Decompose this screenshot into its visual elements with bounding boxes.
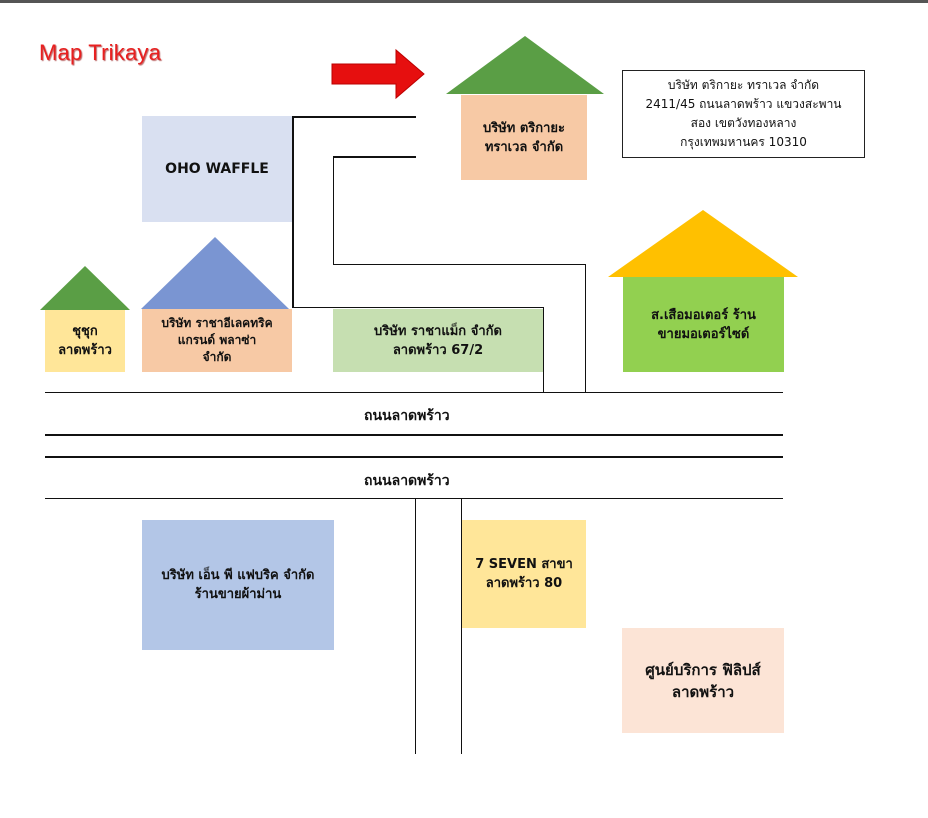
chuchuk-roof (40, 266, 130, 310)
road-label-upper: ถนนลาดพร้าว (364, 408, 450, 424)
road-edge (45, 456, 783, 458)
soi-line (333, 156, 416, 158)
seven-eleven-building: 7 SEVEN สาขา ลาดพร้าว 80 (462, 520, 586, 628)
oho-waffle-building: OHO WAFFLE (142, 116, 292, 222)
philips-service-building: ศูนย์บริการ ฟิลิปส์ ลาดพร้าว (622, 628, 784, 733)
soi-line (543, 307, 544, 393)
soi-line (461, 498, 462, 754)
soi-line (292, 116, 416, 118)
soi-line (333, 264, 585, 265)
soi-line (292, 307, 544, 308)
address-box: บริษัท ตริกายะ ทราเวล จำกัด 2411/45 ถนนล… (622, 70, 865, 158)
chuchuk-building: ชุชุก ลาดพร้าว (45, 310, 125, 372)
soi-line (415, 498, 416, 754)
trikaya-building: บริษัท ตริกายะ ทราเวล จำกัด (461, 95, 587, 180)
map-title: Map Trikaya (39, 40, 162, 65)
road-edge (45, 498, 783, 499)
racha-mag-building: บริษัท ราชาแม็ก จำกัด ลาดพร้าว 67/2 (333, 309, 543, 372)
road-edge (45, 392, 783, 393)
soi-line (292, 116, 294, 308)
road-label-lower: ถนนลาดพร้าว (364, 473, 450, 489)
trikaya-roof (446, 36, 604, 94)
np-fabric-building: บริษัท เอ็น พี แฟบริค จำกัด ร้านขายผ้าม่… (142, 520, 334, 650)
road-edge (45, 434, 783, 436)
racha-electric-roof (141, 237, 289, 309)
red-arrow-icon (331, 48, 425, 100)
top-border (0, 0, 928, 3)
soi-line (585, 264, 586, 393)
motor-shop-building: ส.เสือมอเตอร์ ร้าน ขายมอเตอร์ไซด์ (623, 277, 784, 372)
racha-electric-building: บริษัท ราชาอีเลคทริค แกรนด์ พลาซ่า จำกัด (142, 309, 292, 372)
motor-shop-roof (608, 210, 798, 277)
soi-line (333, 156, 334, 264)
